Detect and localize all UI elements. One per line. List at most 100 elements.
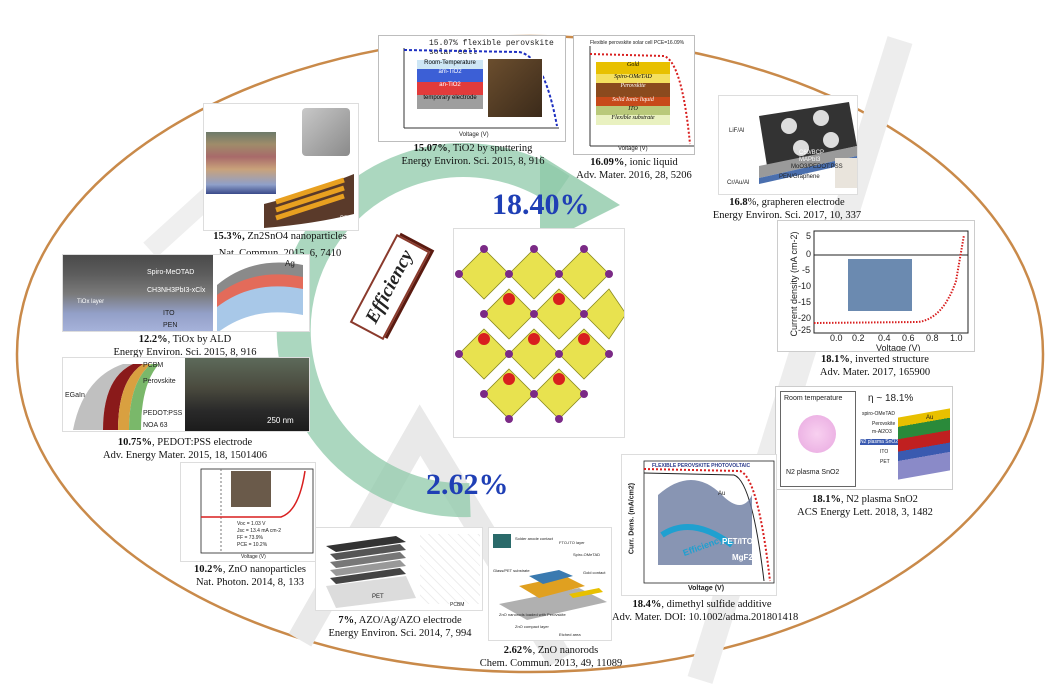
eff-value: 18.1%: [812, 494, 841, 505]
sem-image: [185, 358, 309, 431]
label-pet: PET: [880, 459, 890, 465]
eff-value: 12.2%: [138, 334, 168, 345]
layer-gold: Gold: [596, 62, 670, 74]
label-mgf2: MgF2: [732, 553, 753, 562]
label-perovskite: Perovskite: [872, 421, 896, 427]
min-efficiency: 2.62%: [426, 468, 509, 501]
label-perovskite: CH3NH3PbI3-xClx: [147, 287, 206, 294]
layer-spiro: Spiro-OMeTAD: [596, 74, 670, 83]
label-ito: ITO: [880, 449, 889, 455]
label-noa63: NOA 63: [143, 422, 168, 429]
panel-tio2-sputtering: 15.07% flexible perovskite solar cell Ro…: [378, 35, 566, 142]
panel-zno-nanoparticles: Voc = 1.03 V Jsc = 13.4 mA cm-2 FF = 73.…: [180, 462, 316, 562]
label-au: Au: [926, 415, 934, 421]
panel-n2-plasma-sno2: Room temperature N2 plasma SnO2 η ~ 18.1…: [775, 386, 953, 490]
layer-room-temp: Room-Temperature: [417, 60, 483, 69]
caption-ref: Adv. Mater. 2017, 165900: [819, 367, 931, 378]
layer-stack: [326, 536, 416, 608]
layer-ito: ITO: [596, 106, 670, 115]
eff-value: 7%: [338, 615, 355, 626]
y-tick: -10: [798, 281, 812, 291]
label-mapbi3: MAPbI3: [799, 157, 821, 163]
perovskite-crystal-image: [453, 228, 625, 438]
label-gold: Gold contact: [583, 570, 606, 575]
label-cr-au-al: Cr/Au/Al: [727, 180, 750, 186]
label-c60: C60/BCP: [799, 150, 825, 156]
layer-an-tio2: an-TiO2: [417, 82, 483, 95]
caption-ref: Nat. Photon. 2014, 8, 133: [196, 577, 304, 588]
caption-pedotpss: 10.75%, PEDOT:PSS electrode Adv. Energy …: [95, 436, 275, 462]
panel-zno-nanorods: Solder anode contact FTO-ITO layer Spiro…: [488, 527, 612, 641]
layer-perovskite: Perovskite: [596, 83, 670, 97]
y-axis-label: Curr. Dens. (mA/cm2): [628, 482, 636, 555]
caption-desc: , ionic liquid: [624, 157, 678, 168]
x-axis-label: Voltage (V): [688, 585, 725, 592]
plot-title: 15.07% flexible perovskite solar cell: [429, 39, 554, 57]
eff-value: 10.2%: [194, 564, 223, 575]
x-tick: 0.8: [926, 333, 939, 343]
panel-pedotpss: PCBM Perovskite PEDOT:PSS NOA 63 EGaIn 2…: [62, 357, 310, 432]
caption-desc: , TiOx by ALD: [167, 334, 232, 345]
panel-zn2sno4: PEN: [203, 103, 359, 231]
label-fto: FTO-ITO layer: [559, 540, 585, 545]
caption-desc: , ZnO nanoparticles: [222, 564, 306, 575]
plasma-glow: [798, 415, 836, 453]
label-substrate: Glass/PET substrate: [493, 568, 530, 573]
label-spiro: Spiro-OMeTAD: [573, 552, 601, 557]
label-solder: Solder anode contact: [515, 536, 553, 541]
caption-ref: Chem. Commun. 2013, 49, 11089: [479, 658, 623, 669]
label-compact: ZnO compact layer: [515, 624, 549, 629]
label-moo3: MoO3/PEDOT:PSS: [791, 164, 843, 170]
eff-value: 18.4%: [632, 599, 662, 610]
caption-desc: %, grapheren electrode: [747, 197, 845, 208]
label-spiro: spiro-OMeTAD: [862, 411, 895, 417]
x-tick: 0.6: [902, 333, 915, 343]
caption-dimethyl-sulfide: 18.4%, dimethyl sulfide additive Adv. Ma…: [612, 598, 798, 624]
caption-azo-ag-azo: 7%, AZO/Ag/AZO electrode Energy Environ.…: [320, 614, 480, 640]
y-tick: -15: [798, 297, 812, 307]
label-au: Au: [718, 491, 726, 497]
caption-ref: Nat. Commun. 2015, 6, 7410: [219, 248, 342, 259]
caption-desc: Zn2SnO4 nanoparticles: [244, 231, 347, 242]
caption-inverted-structure: 18.1%, inverted structure Adv. Mater. 20…: [800, 353, 950, 379]
label-pen: PEN: [340, 216, 353, 222]
label-ag: Ag: [285, 259, 295, 268]
label-pen-graphene: PEN/Graphene: [779, 174, 820, 180]
label-n2-plasma: N2 plasma SnO2: [786, 469, 840, 476]
layer-ionic-liquid: Solid Ionic liquid: [596, 97, 670, 106]
label-tiox: TiOx layer: [77, 299, 105, 305]
label-perovskite: Perovskite: [143, 378, 176, 385]
y-tick: -25: [798, 325, 812, 335]
sem-image: [63, 255, 213, 331]
x-axis-label: Voltage (V): [618, 146, 648, 152]
pce-label: PCE = 10.2%: [237, 542, 268, 548]
jv-curve: [813, 230, 969, 334]
y-tick: -5: [802, 265, 811, 275]
caption-tiox-ald: 12.2%, TiOx by ALD Energy Environ. Sci. …: [95, 333, 275, 359]
caption-ref: ACS Energy Lett. 2018, 3, 1482: [797, 507, 933, 518]
caption-ref: Energy Environ. Sci. 2014, 7, 994: [328, 628, 472, 639]
room-temp-box: [780, 391, 856, 487]
label-egain: EGaIn: [65, 392, 85, 399]
label-sno2-layer: N2 plasma SnO2: [860, 439, 899, 445]
device-photo: [302, 108, 350, 156]
caption-ref: Energy Environ. Sci. 2017, 10, 337: [712, 210, 862, 221]
panel-azo-ag-azo: PET PCBM: [315, 527, 483, 611]
caption-graphene-electrode: 16.8%, grapheren electrode Energy Enviro…: [712, 196, 862, 222]
x-axis-label: Voltage (V): [459, 132, 489, 138]
label-pcbm: PCBM: [143, 362, 164, 369]
crystal-structure: [455, 245, 624, 423]
panel-inverted-structure: Current density (mA cm-2) Voltage (V) 0.…: [777, 220, 975, 352]
max-efficiency: 18.40%: [492, 188, 590, 221]
flexible-stack: [217, 262, 303, 331]
cross-section-image: [206, 132, 276, 194]
eff-value: 16.8: [729, 197, 748, 208]
caption-desc: , AZO/Ag/AZO electrode: [354, 615, 462, 626]
device-schematic: [499, 570, 607, 620]
label-pen: PEN: [163, 322, 178, 329]
scale-bar-label: 250 nm: [267, 416, 294, 425]
y-tick: 5: [806, 231, 812, 241]
eff-value: 2.62%: [503, 645, 533, 656]
label-pcbm: PCBM: [450, 602, 465, 608]
label-ito: ITO: [163, 310, 175, 317]
